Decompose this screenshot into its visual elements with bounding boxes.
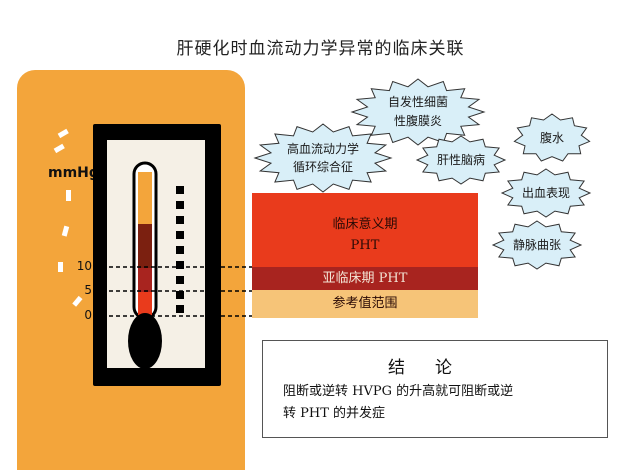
zone-reference: 参考值范围 (252, 290, 478, 318)
conclusion-line1: 阻断或逆转 HVPG 的升高就可阻断或逆 (283, 384, 514, 399)
zone-clinical: 临床意义期 PHT (252, 193, 478, 267)
conclusion-body: 阻断或逆转 HVPG 的升高就可阻断或逆 转 PHT 的并发症 (283, 381, 593, 425)
zone-subclinical: 亚临床期 PHT (252, 267, 478, 290)
burst-sbp-shape (350, 78, 486, 146)
thermometer-bulb (128, 313, 162, 369)
unit-label: mmHg (48, 165, 99, 181)
burst-bleeding-label: 出血表现 (522, 186, 570, 200)
tube-fill-bright (138, 292, 152, 318)
burst-sbp-line2: 性腹膜炎 (394, 114, 442, 128)
zone-clinical-line2: PHT (350, 238, 380, 253)
threshold-lines (95, 266, 252, 317)
burst-hyperdynamic-line2: 循环综合征 (293, 159, 353, 174)
burst-varices-label: 静脉曲张 (513, 237, 561, 252)
tick-label-5: 5 (84, 283, 92, 297)
tube-fill-orange (138, 172, 152, 224)
conclusion-box: 结论 阻断或逆转 HVPG 的升高就可阻断或逆 转 PHT 的并发症 (262, 340, 608, 438)
tick-label-0: 0 (84, 308, 92, 322)
conclusion-line2: 转 PHT 的并发症 (283, 406, 386, 421)
zone-clinical-line1: 临床意义期 (332, 217, 398, 232)
scale-squares (176, 186, 184, 313)
tube-fill-darkred (138, 224, 152, 268)
burst-he-label: 肝性脑病 (437, 152, 485, 167)
burst-hyperdynamic-shape (253, 123, 393, 193)
burst-ascites-shape (513, 113, 591, 162)
diagram-title: 肝硬化时血流动力学异常的临床关联 (176, 39, 465, 59)
tick-label-10: 10 (76, 259, 92, 273)
burst-varices-shape (491, 220, 583, 270)
panel-dash-marks (53, 128, 83, 307)
burst-ascites-label: 腹水 (540, 131, 564, 145)
burst-bleeding-shape (500, 168, 592, 218)
tube-fill-red (138, 268, 152, 292)
burst-hyperdynamic-line1: 高血流动力学 (287, 141, 359, 156)
burst-sbp-line1: 自发性细菌 (388, 94, 448, 109)
burst-he-shape (415, 135, 507, 185)
conclusion-heading: 结论 (388, 358, 482, 378)
